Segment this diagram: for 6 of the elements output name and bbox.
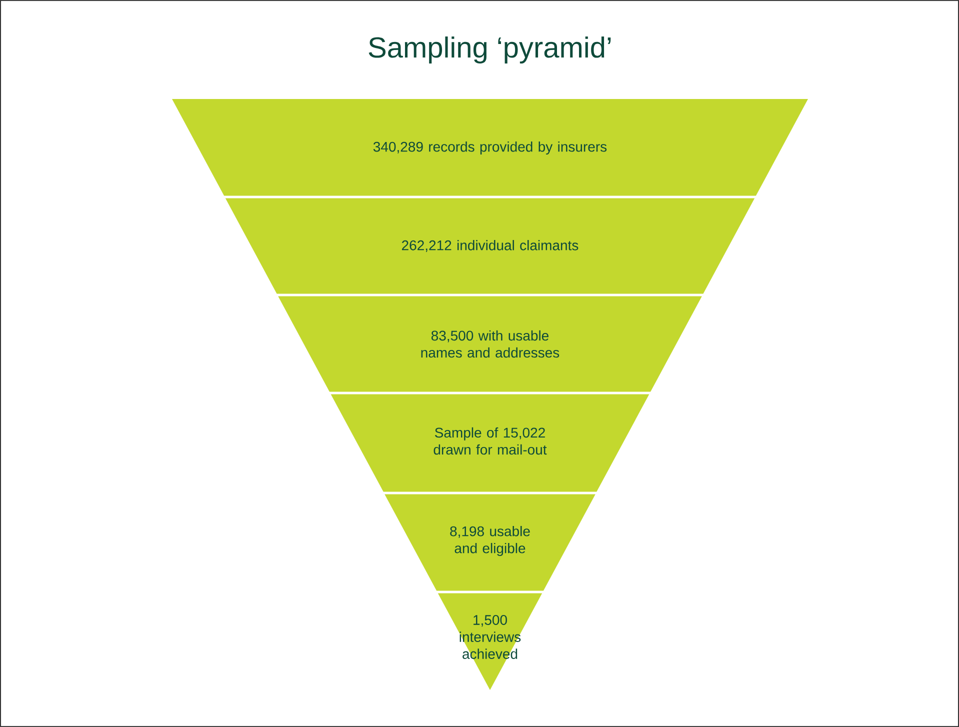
- pyramid-band: Sample of 15,022 drawn for mail-out: [330, 394, 650, 492]
- pyramid-band: 83,500 with usable names and addresses: [278, 296, 702, 392]
- title: Sampling ‘pyramid’: [368, 36, 611, 64]
- pyramid-band: 8,198 usable and eligible: [384, 494, 596, 591]
- pyramid-band: 340,289 records provided by insurers: [172, 99, 808, 196]
- pyramid-band: 262,212 individual claimants: [225, 198, 755, 294]
